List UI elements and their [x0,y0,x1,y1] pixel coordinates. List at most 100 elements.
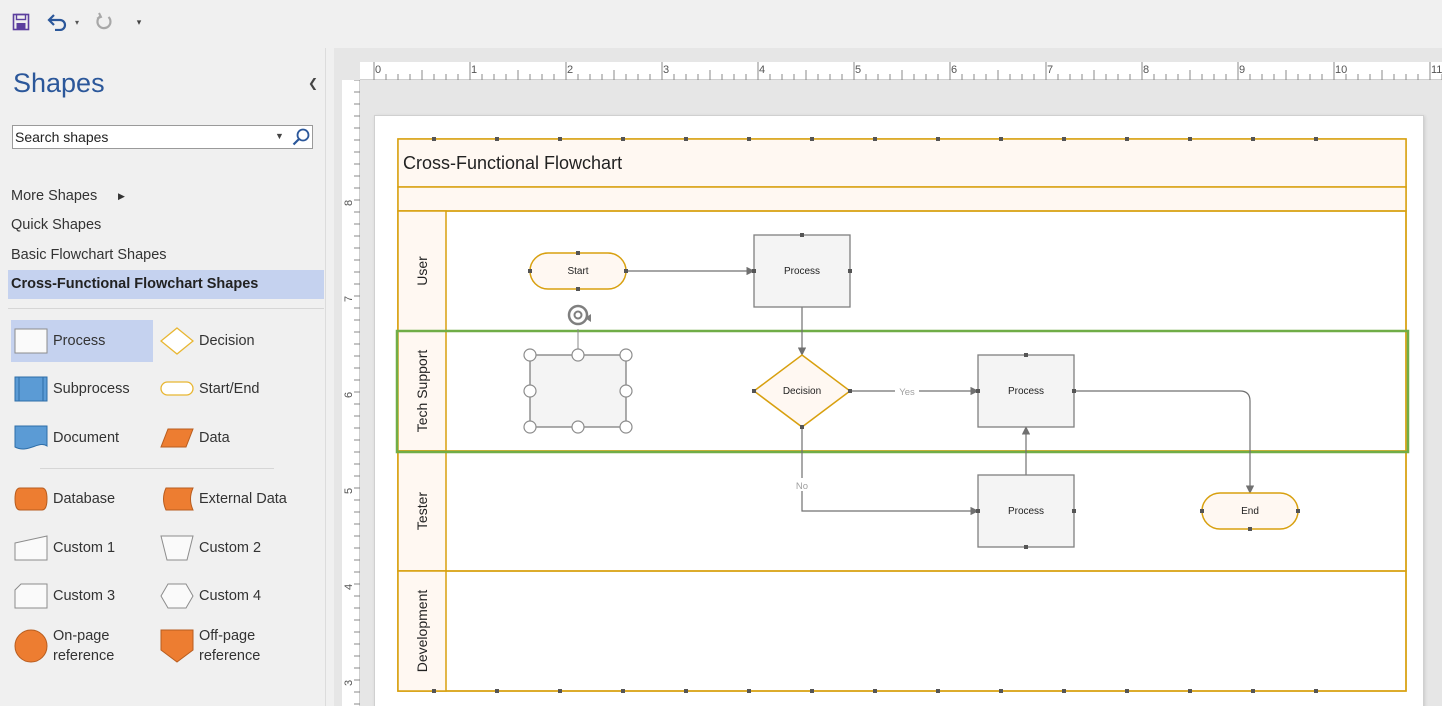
quick-shapes-link[interactable]: Quick Shapes [11,217,102,233]
ruler-top-label: 6 [951,64,957,76]
connector-decision-no[interactable] [801,427,979,516]
lane-header-tech-support[interactable] [397,330,447,452]
ruler-left-label: 7 [343,296,355,302]
shape-connection-points [528,233,1300,549]
lane-label-tech-support: Tech Support [414,350,430,433]
redo-icon[interactable] [92,10,116,34]
on-page-label-line1: On-page [53,628,110,644]
selected-process-shape[interactable] [529,354,627,428]
chevron-right-icon: ▶ [118,191,125,201]
custom-1-shape-icon [13,530,49,566]
master-subprocess[interactable]: Subprocess [13,369,130,409]
lane-selection-outline [395,329,1410,454]
custom-4-shape-icon [159,578,195,614]
resize-handles[interactable] [523,348,633,434]
quick-access-toolbar: ▾ ▾ [0,0,1442,44]
lane-development[interactable] [397,570,1407,692]
ruler-top-label: 4 [759,64,765,76]
undo-icon[interactable] [44,10,70,34]
no-label-bg [792,478,812,491]
search-icon[interactable] [291,127,311,152]
process-shape-icon [13,323,49,359]
ruler-top-label: 10 [1335,64,1347,76]
master-document-label: Document [53,430,120,446]
lane-header-development[interactable] [397,570,447,692]
yes-label-bg [895,384,919,397]
master-document[interactable]: Document [13,418,119,458]
undo-dropdown-icon[interactable]: ▾ [74,17,79,27]
master-decision-label: Decision [199,333,255,349]
ruler-left-label: 4 [343,584,355,590]
document-shape-icon [13,420,49,456]
master-custom-4[interactable]: Custom 4 [159,576,261,616]
search-box[interactable]: ▼ [12,125,313,149]
drawing-canvas[interactable]: 0 1 2 3 4 5 6 7 8 9 10 11 8 7 6 5 4 3 [334,48,1442,706]
ruler-top-label: 0 [375,64,381,76]
horizontal-ruler[interactable]: 0 1 2 3 4 5 6 7 8 9 10 11 [360,62,1442,80]
cross-functional-shapes-link[interactable]: Cross-Functional Flowchart Shapes [8,270,324,299]
master-start-end-label: Start/End [199,381,260,397]
ruler-top-label: 3 [663,64,669,76]
decision-shape-icon [159,323,195,359]
master-divider [40,468,274,469]
data-shape-icon [159,420,195,456]
search-input[interactable] [15,128,271,146]
flowchart-diagram[interactable]: Cross-Functional Flowchart User Tech Sup… [334,48,1442,706]
shapes-pane: Shapes ❮ ▼ More Shapes ▶ Quick Shapes Ba… [0,48,326,706]
search-dropdown-icon[interactable]: ▼ [275,131,284,141]
master-custom-2-label: Custom 2 [199,540,262,556]
off-page-reference-shape-icon [159,628,195,664]
master-external-data[interactable]: External Data [159,479,287,519]
master-custom-2[interactable]: Custom 2 [159,528,261,568]
more-shapes-link[interactable]: More Shapes [11,188,98,204]
ruler-top-label: 2 [567,64,573,76]
save-icon[interactable] [10,10,32,34]
diagram-title[interactable]: Cross-Functional Flowchart [403,153,622,173]
custom-3-shape-icon [13,578,49,614]
ruler-top-label: 1 [471,64,477,76]
terminator-shape-icon [159,371,195,407]
master-off-page-reference-label: Off-page reference [199,626,260,666]
ruler-left-label: 6 [343,392,355,398]
rotate-icon[interactable] [567,304,591,326]
master-decision[interactable]: Decision [159,321,255,361]
collapse-pane-icon[interactable]: ❮ [308,76,319,90]
master-custom-3[interactable]: Custom 3 [13,576,115,616]
customize-icon[interactable]: ▾ [136,16,142,27]
pool-title-bar[interactable] [397,138,1407,188]
master-database[interactable]: Database [13,479,115,519]
basic-flowchart-shapes-link[interactable]: Basic Flowchart Shapes [11,247,167,263]
vertical-ruler[interactable]: 8 7 6 5 4 3 [342,79,360,706]
end-shape-label: End [1241,506,1259,517]
ruler-top-label: 8 [1143,64,1149,76]
master-data[interactable]: Data [159,418,230,458]
lane-label-user: User [414,256,430,286]
master-external-data-label: External Data [199,491,287,507]
pool-phase-bar[interactable] [397,186,1407,212]
master-custom-3-label: Custom 3 [53,588,116,604]
ruler-top-label: 5 [855,64,861,76]
master-on-page-reference[interactable]: On-page reference [13,624,114,668]
ruler-top-label: 7 [1047,64,1053,76]
master-off-page-reference[interactable]: Off-page reference [159,624,260,668]
stencil-divider [8,308,324,309]
database-shape-icon [13,481,49,517]
master-custom-4-label: Custom 4 [199,588,262,604]
connector-process-to-end[interactable] [1074,390,1255,494]
master-start-end[interactable]: Start/End [159,369,259,409]
pool-connection-points [432,137,1318,693]
master-data-label: Data [199,430,230,446]
subprocess-shape-icon [13,371,49,407]
shapes-title: Shapes [13,68,105,98]
on-page-reference-shape-icon [13,628,49,664]
on-page-label-line2: reference [53,648,115,664]
custom-2-shape-icon [159,530,195,566]
ruler-left-label: 3 [343,680,355,686]
master-custom-1[interactable]: Custom 1 [13,528,115,568]
master-process[interactable]: Process [13,321,105,361]
decision-shape-label: Decision [783,386,821,397]
master-custom-1-label: Custom 1 [53,540,116,556]
ruler-left-label: 8 [343,200,355,206]
master-subprocess-label: Subprocess [53,381,130,397]
lane-header-user[interactable] [397,210,447,332]
